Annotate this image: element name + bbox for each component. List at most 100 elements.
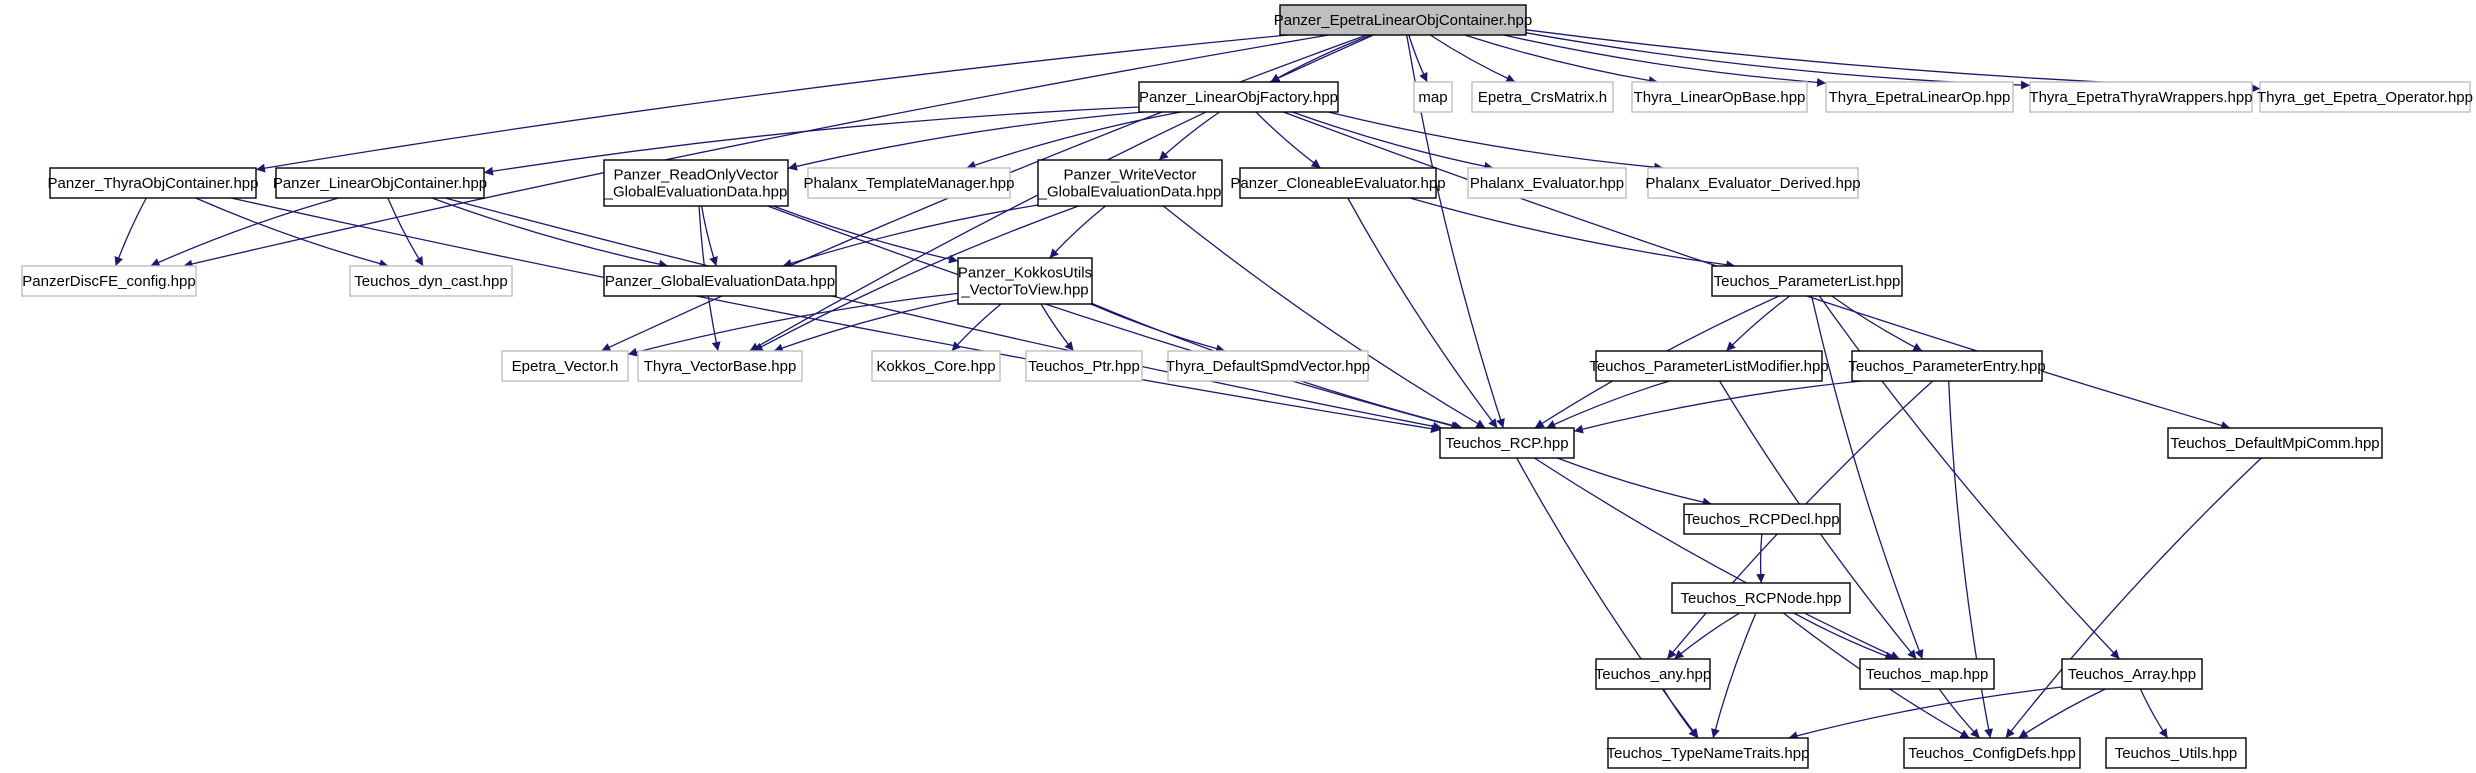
node-lof[interactable]: Panzer_LinearObjFactory.hpp	[1138, 81, 1339, 113]
node-box	[501, 350, 629, 382]
edge-rcp-to-tmap	[1533, 457, 1900, 660]
node-box	[1239, 167, 1437, 199]
node-kuv[interactable]: Panzer_KokkosUtils_VectorToView.hpp	[957, 257, 1093, 305]
node-label: Panzer_GlobalEvaluationData.hpp	[605, 273, 835, 290]
node-label: Thyra_EpetraLinearOp.hpp	[1829, 89, 2011, 106]
node-map: map	[1413, 81, 1453, 113]
node-tetw: Thyra_EpetraThyraWrappers.hpp	[2029, 81, 2253, 113]
node-box	[1903, 737, 2081, 769]
node-rov[interactable]: Panzer_ReadOnlyVector_GlobalEvaluationDa…	[603, 159, 789, 207]
node-box	[1037, 159, 1223, 207]
edge-kuv-to-tptr	[1040, 303, 1075, 352]
node-box	[349, 265, 513, 297]
edge-tpl-to-tmap	[1810, 295, 1924, 660]
node-label: Teuchos_map.hpp	[1866, 666, 1989, 683]
edge-root-to-crs	[1429, 34, 1516, 83]
node-wv[interactable]: Panzer_WriteVector_GlobalEvaluationData.…	[1037, 159, 1223, 207]
node-root[interactable]: Panzer_EpetraLinearObjContainer.hpp	[1274, 4, 1533, 36]
node-box	[1647, 167, 1859, 199]
node-box	[49, 167, 257, 199]
node-label: Teuchos_TypeNameTraits.hpp	[1607, 745, 1810, 762]
node-label: Teuchos_DefaultMpiComm.hpp	[2170, 435, 2379, 452]
edge-lobj-to-rcp	[444, 197, 1443, 431]
edge-lof-to-lobj	[483, 106, 1140, 176]
edge-lof-to-ptm	[966, 111, 1182, 170]
node-utl[interactable]: Teuchos_Utils.hpp	[2105, 737, 2247, 769]
node-ptm: Phalanx_TemplateManager.hpp	[804, 167, 1014, 199]
edge-clone-to-tpl	[1409, 197, 1736, 270]
edge-lof-to-rov	[787, 111, 1144, 171]
edge-tplm-to-rcp	[1546, 380, 1670, 429]
node-label: Teuchos_RCPDecl.hpp	[1684, 511, 1839, 528]
node-label: _GlobalEvaluationData.hpp	[604, 184, 788, 201]
edge-any-to-tnt	[1662, 688, 1699, 739]
node-box	[1607, 737, 1809, 769]
edge-wv-to-rcp	[1162, 205, 1486, 429]
node-label: Teuchos_dyn_cast.hpp	[354, 273, 507, 290]
node-box	[1595, 350, 1823, 382]
node-tplm[interactable]: Teuchos_ParameterListModifier.hpp	[1589, 350, 1829, 382]
node-box	[2259, 81, 2471, 113]
edge-tpl-to-tpe	[1831, 295, 1923, 352]
node-clone[interactable]: Panzer_CloneableEvaluator.hpp	[1230, 167, 1446, 199]
edge-rcpdecl-to-rcpnode	[1756, 533, 1766, 584]
node-thyraobj[interactable]: Panzer_ThyraObjContainer.hpp	[48, 167, 259, 199]
node-tnt[interactable]: Teuchos_TypeNameTraits.hpp	[1607, 737, 1810, 769]
node-rcp[interactable]: Teuchos_RCP.hpp	[1439, 427, 1575, 459]
node-any[interactable]: Teuchos_any.hpp	[1595, 658, 1711, 690]
node-label: Phalanx_Evaluator.hpp	[1470, 175, 1624, 192]
node-label: Panzer_ThyraObjContainer.hpp	[48, 175, 259, 192]
edge-clone-to-rcp	[1347, 197, 1498, 429]
node-box	[957, 257, 1093, 305]
edge-kuv-to-evec	[627, 292, 959, 357]
node-box	[1595, 658, 1711, 690]
node-rcpnode[interactable]: Teuchos_RCPNode.hpp	[1671, 582, 1851, 614]
edge-kuv-to-kcore	[951, 303, 1002, 352]
edge-tmap-to-cfg	[1938, 688, 1981, 739]
node-telo: Thyra_EpetraLinearOp.hpp	[1825, 81, 2014, 113]
node-box	[637, 350, 803, 382]
node-label: Epetra_Vector.h	[512, 358, 619, 375]
edge-tpl-to-tplm	[1725, 295, 1791, 352]
edge-root-to-pdfe	[183, 34, 1329, 269]
edge-wv-to-kuv	[1049, 205, 1106, 259]
edge-lof-to-pev	[1292, 111, 1494, 171]
edge-thyraobj-to-pdfe	[114, 197, 147, 267]
node-box	[1683, 503, 1841, 535]
edge-rcpnode-to-tnt	[1711, 612, 1757, 739]
node-ged[interactable]: Panzer_GlobalEvaluationData.hpp	[603, 265, 837, 297]
node-tpl[interactable]: Teuchos_ParameterList.hpp	[1711, 265, 1903, 297]
node-box	[1631, 81, 1808, 113]
node-box	[1711, 265, 1903, 297]
node-label: Thyra_EpetraThyraWrappers.hpp	[2029, 89, 2252, 106]
node-lobj[interactable]: Panzer_LinearObjContainer.hpp	[273, 167, 487, 199]
node-box	[275, 167, 485, 199]
node-box	[1471, 81, 1614, 113]
node-cfg[interactable]: Teuchos_ConfigDefs.hpp	[1903, 737, 2081, 769]
edge-lof-to-wv	[1158, 111, 1220, 161]
edge-thyraobj-to-dyn	[195, 197, 389, 268]
edge-rcp-to-rcpdecl	[1557, 457, 1712, 507]
node-box	[1439, 427, 1575, 459]
node-tgeo: Thyra_get_Epetra_Operator.hpp	[2257, 81, 2473, 113]
node-evec: Epetra_Vector.h	[501, 350, 629, 382]
node-label: Panzer_LinearObjContainer.hpp	[273, 175, 487, 192]
node-dmc[interactable]: Teuchos_DefaultMpiComm.hpp	[2167, 427, 2383, 459]
node-box	[603, 159, 789, 207]
node-label: Teuchos_Array.hpp	[2068, 666, 2196, 683]
edge-lof-to-clone	[1255, 111, 1321, 169]
edge-root-to-telo	[1503, 34, 1827, 87]
node-tpe[interactable]: Teuchos_ParameterEntry.hpp	[1848, 350, 2046, 382]
edge-tpe-to-rcp	[1573, 380, 1862, 434]
node-rcpdecl[interactable]: Teuchos_RCPDecl.hpp	[1683, 503, 1841, 535]
edge-rcpnode-to-tmap	[1793, 612, 1895, 661]
node-box	[2105, 737, 2247, 769]
node-dyn: Teuchos_dyn_cast.hpp	[349, 265, 513, 297]
node-label: Teuchos_RCPNode.hpp	[1681, 590, 1842, 607]
node-label: Panzer_LinearObjFactory.hpp	[1139, 89, 1338, 106]
node-pevd: Phalanx_Evaluator_Derived.hpp	[1645, 167, 1861, 199]
node-tarr[interactable]: Teuchos_Array.hpp	[2061, 658, 2203, 690]
node-label: map	[1418, 89, 1447, 106]
node-tmap[interactable]: Teuchos_map.hpp	[1859, 658, 1995, 690]
